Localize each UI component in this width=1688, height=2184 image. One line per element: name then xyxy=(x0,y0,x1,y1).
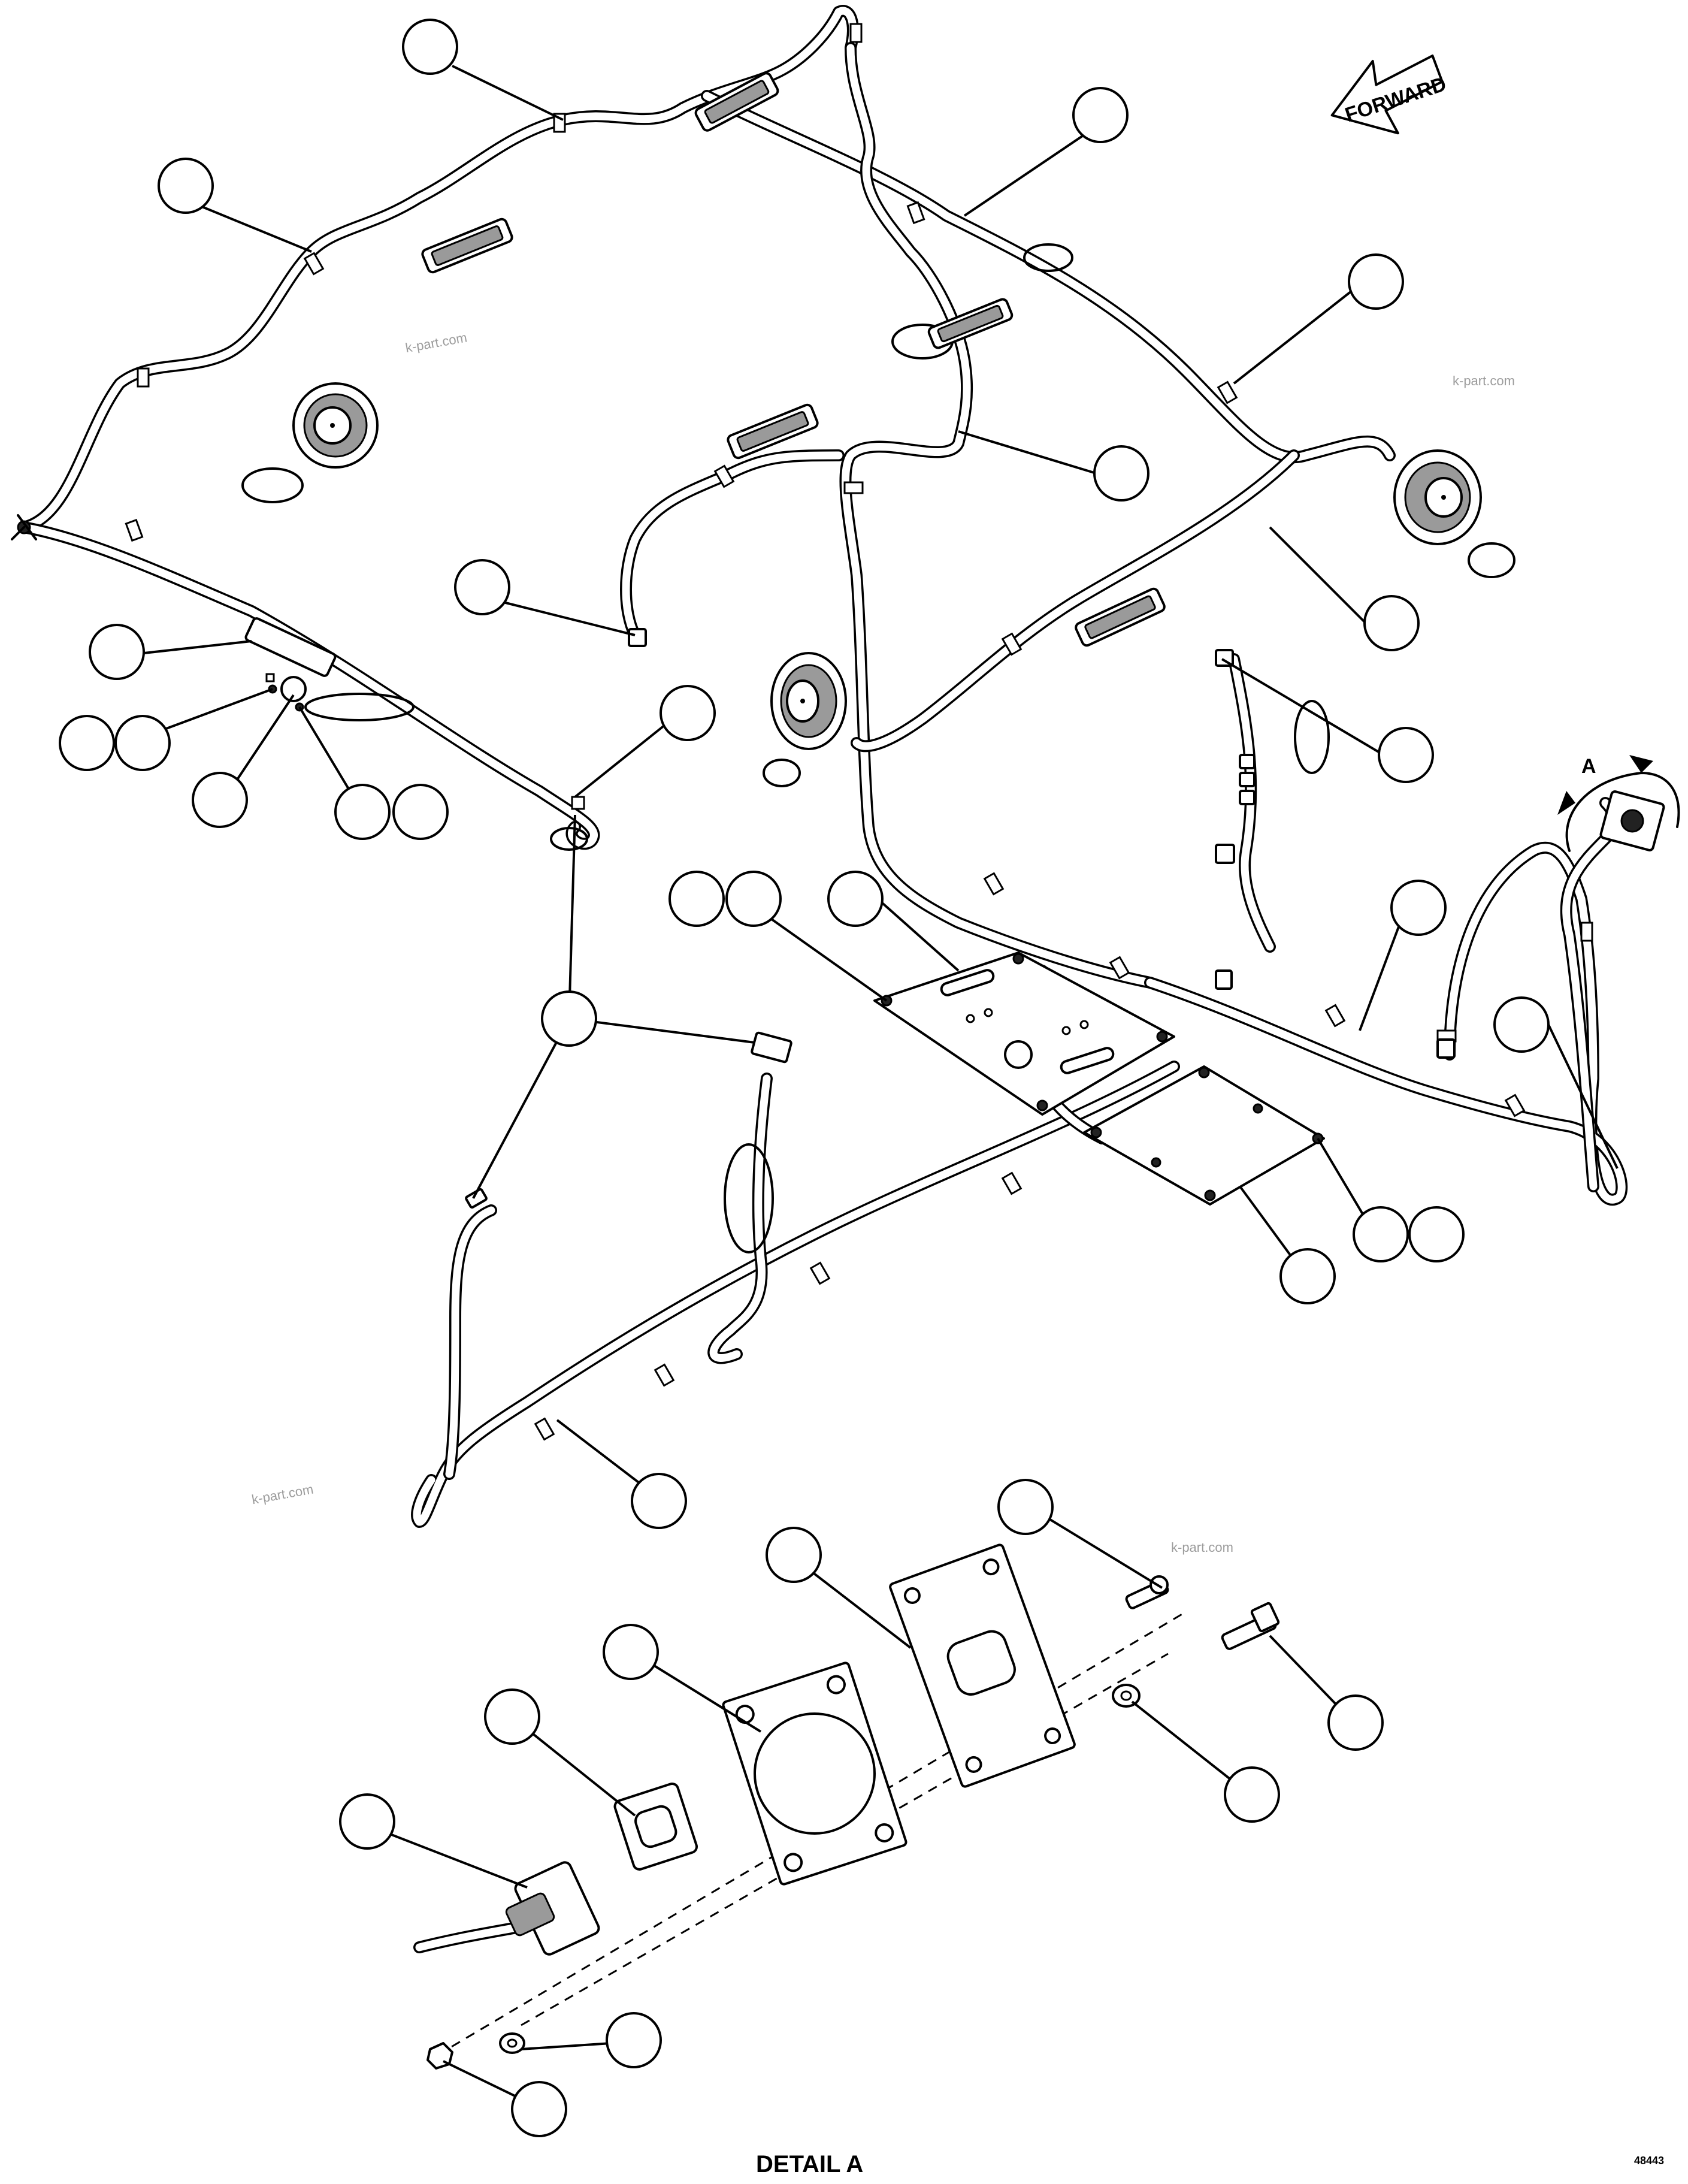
watermark: k-part.com xyxy=(404,330,468,356)
floor-cover-plate xyxy=(1083,1065,1325,1206)
callout-balloon xyxy=(631,1473,687,1529)
callout-balloon xyxy=(484,1688,540,1745)
detail-fasteners xyxy=(426,1575,1280,2070)
detail-connector xyxy=(505,1861,600,1956)
callout-balloon xyxy=(1390,880,1447,936)
callout-balloon xyxy=(603,1624,659,1680)
detail-small-gasket xyxy=(613,1782,698,1871)
detail-a-view xyxy=(413,1543,1280,2070)
detail-caption: DETAIL A xyxy=(756,2151,863,2177)
callout-balloon xyxy=(997,1479,1054,1535)
callout-balloon xyxy=(1353,1206,1409,1262)
watermarks: k-part.com k-part.com k-part.com k-part.… xyxy=(250,330,1515,1555)
watermark: k-part.com xyxy=(1453,373,1515,388)
leader-lines xyxy=(143,65,1619,2110)
callout-balloon xyxy=(454,559,510,615)
dome-lights xyxy=(421,72,1166,647)
detail-large-gasket xyxy=(722,1662,907,1886)
connectors xyxy=(465,628,1456,1209)
detail-mounting-plate xyxy=(889,1543,1076,1788)
callout-balloon xyxy=(59,715,115,771)
callout-balloon xyxy=(660,685,716,741)
harness-clips xyxy=(125,23,1593,1441)
callout-balloon xyxy=(1279,1248,1336,1304)
callout-balloon xyxy=(89,624,145,680)
callout-balloon xyxy=(114,715,171,771)
view-marker-label: A xyxy=(1581,755,1596,778)
callout-balloon xyxy=(339,1793,395,1850)
callout-balloon xyxy=(668,871,725,927)
view-marker-a: A xyxy=(1557,755,1680,852)
callout-balloon xyxy=(766,1527,822,1583)
harness-loops xyxy=(241,243,1330,1253)
front-speaker xyxy=(770,652,847,750)
callout-balloon xyxy=(402,19,458,75)
callout-balloon xyxy=(606,2012,662,2068)
callout-balloon xyxy=(827,871,884,927)
switch-module xyxy=(11,514,337,712)
callout-balloon xyxy=(392,784,449,840)
callout-balloon xyxy=(192,772,248,828)
watermark: k-part.com xyxy=(1171,1540,1233,1555)
callout-balloon xyxy=(511,2081,567,2137)
left-rear-speaker xyxy=(292,382,379,469)
watermark: k-part.com xyxy=(250,1482,314,1508)
callout-balloon xyxy=(334,784,391,840)
callout-balloon xyxy=(1093,445,1149,502)
callout-balloon xyxy=(158,158,214,214)
callout-balloon xyxy=(1072,87,1129,143)
callout-balloon xyxy=(541,990,597,1047)
callout-balloon xyxy=(1493,996,1550,1053)
callout-balloon xyxy=(1348,253,1404,310)
callout-balloon xyxy=(1224,1766,1280,1823)
callout-balloon xyxy=(725,871,782,927)
console-plate xyxy=(873,951,1175,1116)
callout-balloon xyxy=(1408,1206,1465,1262)
main-harness xyxy=(18,5,1628,1528)
drawing-number: 48443 xyxy=(1634,2155,1664,2167)
callout-balloon xyxy=(1363,595,1420,651)
callout-balloon xyxy=(1378,727,1434,783)
callout-balloon xyxy=(1327,1694,1384,1751)
callout-balloons xyxy=(59,19,1550,2137)
forward-arrow: FORWARD xyxy=(1330,55,1449,135)
right-rear-speaker xyxy=(1393,449,1515,578)
